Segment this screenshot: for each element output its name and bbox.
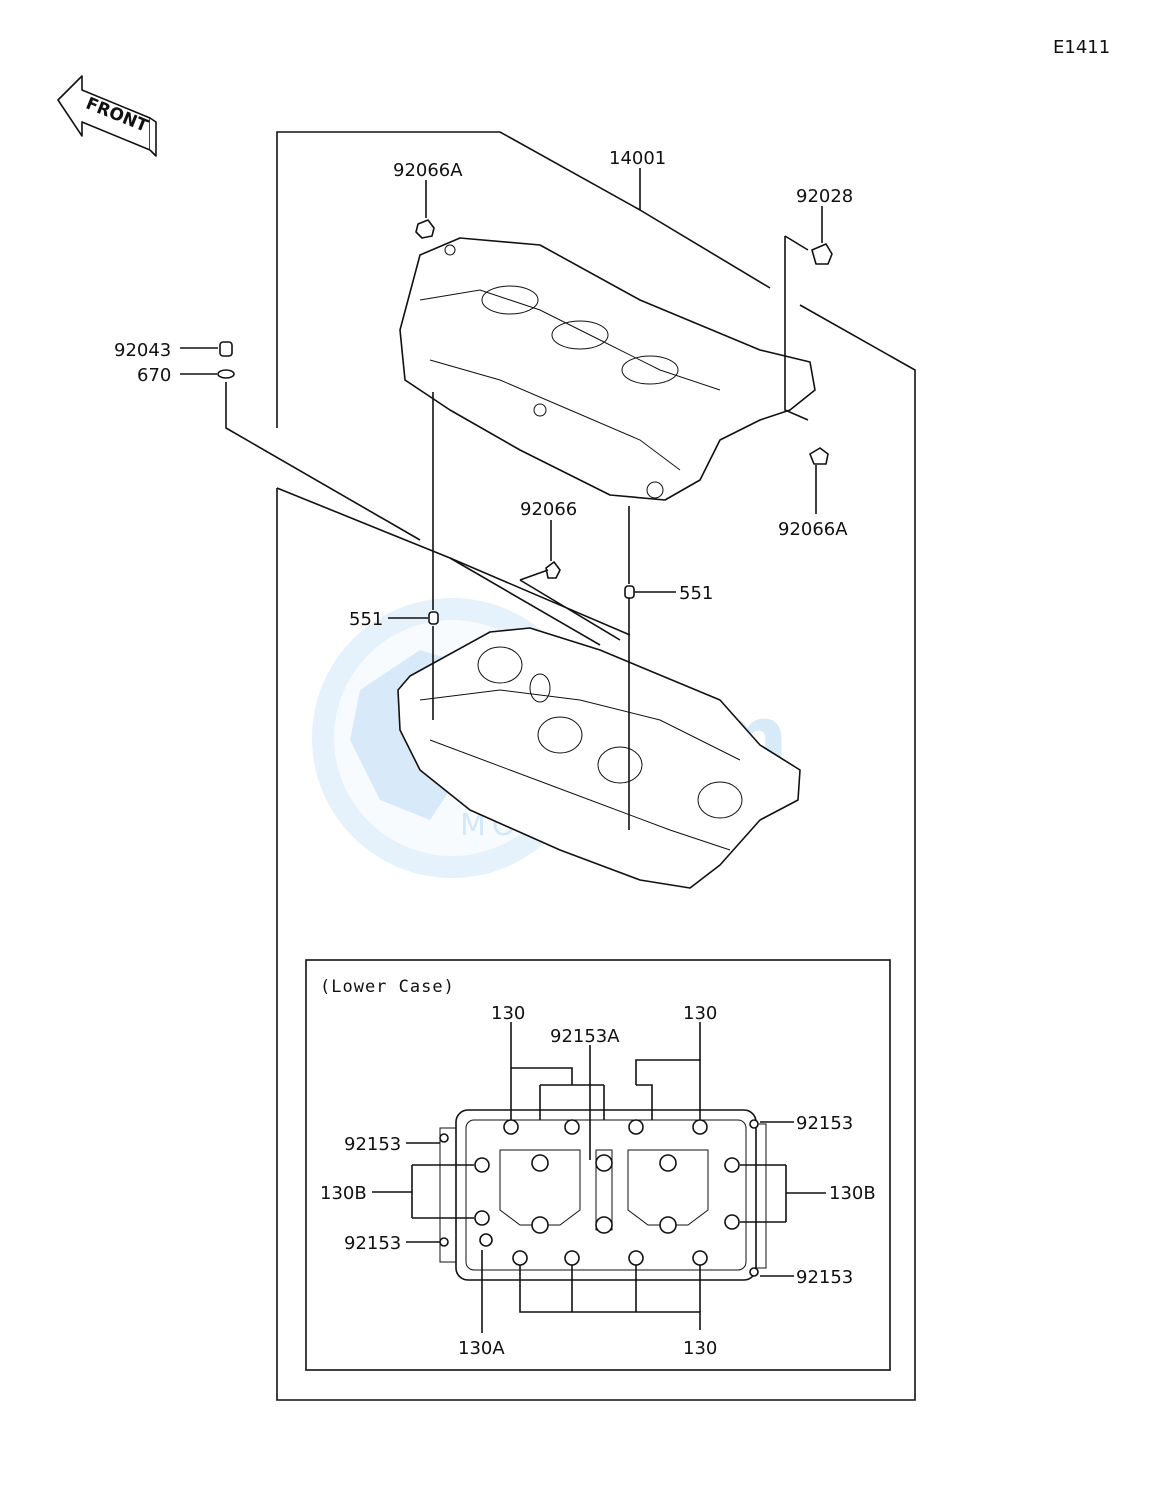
- plug-92066A-top: [415, 219, 435, 239]
- plug-92043: [219, 341, 233, 357]
- callouts-main: 14001 92066A 92028 92043 670 92066A 9206…: [114, 148, 853, 630]
- callout-92028: 92028: [796, 186, 853, 207]
- callout-670: 670: [137, 365, 171, 386]
- plug-92066A-right: [809, 447, 829, 465]
- leader-lines: [180, 168, 823, 830]
- front-arrow-icon: FRONT: [57, 75, 157, 157]
- callout-92066: 92066: [520, 499, 577, 520]
- inset-callout-130B-r: 130B: [829, 1183, 876, 1204]
- plug-92066: [545, 561, 561, 579]
- callout-92043: 92043: [114, 340, 171, 361]
- dowel-551-left: [428, 611, 439, 625]
- inset-callout-130B-l: 130B: [320, 1183, 367, 1204]
- inset-callout-92153-br: 92153: [796, 1267, 853, 1288]
- upper-crankcase: [399, 237, 816, 501]
- lower-case-plan: [439, 1109, 767, 1281]
- inset-callout-130-tr: 130: [683, 1003, 717, 1024]
- inset-callout-130-tl: 130: [491, 1003, 525, 1024]
- inset-callout-92153A: 92153A: [550, 1026, 620, 1047]
- inset-callout-92153-l1: 92153: [344, 1134, 401, 1155]
- callout-92066A-right: 92066A: [778, 519, 848, 540]
- inset-leader-lines: [372, 1022, 826, 1333]
- callout-551-left: 551: [349, 609, 383, 630]
- small-parts: [217, 219, 833, 625]
- callouts-inset: 130 130 92153A 92153 92153 130B 130B 921…: [320, 1003, 876, 1359]
- inset-caption: (Lower Case): [320, 977, 455, 997]
- lower-case-inset: (Lower Case): [305, 959, 891, 1371]
- callout-92066A-top: 92066A: [393, 160, 463, 181]
- outer-frame: [276, 131, 916, 1401]
- bushing-92028: [811, 243, 833, 265]
- inset-callout-130A: 130A: [458, 1338, 505, 1359]
- diagram-code: E1411: [1053, 37, 1110, 58]
- inset-callout-92153-l2: 92153: [344, 1233, 401, 1254]
- lower-crankcase: [397, 627, 801, 889]
- callout-14001: 14001: [609, 148, 666, 169]
- dowel-551-right: [624, 585, 635, 599]
- oring-670: [217, 369, 235, 379]
- inset-callout-130-b: 130: [683, 1338, 717, 1359]
- inset-callout-92153-tr: 92153: [796, 1113, 853, 1134]
- callout-551-right: 551: [679, 583, 713, 604]
